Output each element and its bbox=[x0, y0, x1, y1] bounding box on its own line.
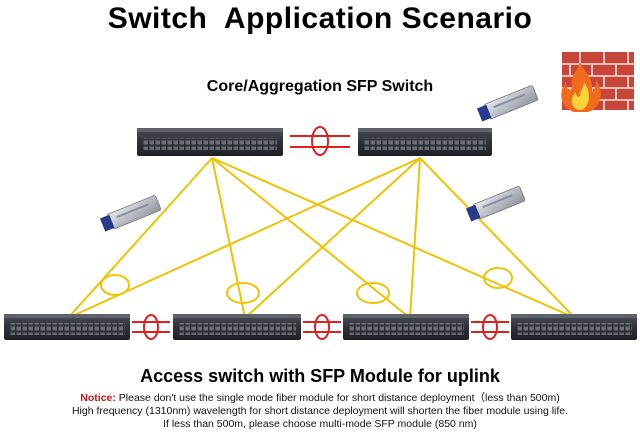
fiber-link bbox=[211, 157, 576, 319]
access-lag-2 bbox=[303, 314, 341, 340]
sfp-module-icon bbox=[484, 85, 539, 120]
link-aggregation-icon bbox=[482, 314, 498, 340]
link-aggregation-icon bbox=[356, 282, 390, 304]
notice-line-3: If less than 500m, please choose multi-m… bbox=[163, 418, 477, 430]
fiber-link bbox=[67, 157, 213, 319]
link-aggregation-icon bbox=[226, 282, 260, 304]
link-aggregation-icon bbox=[311, 126, 329, 156]
fiber-link bbox=[244, 157, 421, 319]
link-aggregation-icon bbox=[314, 314, 330, 340]
fiber-link bbox=[419, 157, 576, 319]
core-switch-left bbox=[137, 128, 283, 156]
notice-text: Notice: Please don't use the single mode… bbox=[0, 392, 640, 431]
fiber-link bbox=[409, 157, 421, 319]
fiber-links bbox=[67, 157, 576, 319]
sfp-module-left bbox=[99, 195, 162, 232]
sfp-module-right bbox=[465, 186, 526, 222]
notice-line-2: High frequency (1310nm) wavelength for s… bbox=[71, 405, 569, 417]
core-switch-right bbox=[358, 128, 492, 156]
fiber-link bbox=[211, 157, 411, 319]
link-aggregation-icon bbox=[100, 274, 130, 296]
core-switch-label: Core/Aggregation SFP Switch bbox=[206, 78, 434, 95]
access-switch-2 bbox=[173, 314, 301, 340]
access-switch-label: Access switch with SFP Module for uplink bbox=[140, 366, 500, 386]
notice-line-1-text: Please don't use the single mode fiber m… bbox=[115, 392, 560, 404]
access-switch-1 bbox=[4, 314, 130, 340]
link-aggregation-icon bbox=[143, 314, 159, 340]
link-aggregation-icon bbox=[483, 267, 513, 289]
access-lag-3 bbox=[471, 314, 509, 340]
access-switch-4 bbox=[511, 314, 637, 340]
access-lag-1 bbox=[132, 314, 170, 340]
fire-icon bbox=[561, 62, 601, 112]
fiber-link bbox=[211, 157, 246, 319]
diagram-title: Switch Application Scenario bbox=[107, 2, 533, 35]
access-switch-3 bbox=[343, 314, 469, 340]
sfp-module-top-right bbox=[476, 85, 539, 122]
sfp-module-icon bbox=[473, 186, 526, 220]
access-link-aggregations bbox=[132, 314, 509, 340]
notice-label: Notice: bbox=[80, 392, 116, 404]
core-link-aggregation bbox=[290, 126, 350, 156]
notice-line-1: Notice: Please don't use the single mode… bbox=[0, 392, 640, 405]
